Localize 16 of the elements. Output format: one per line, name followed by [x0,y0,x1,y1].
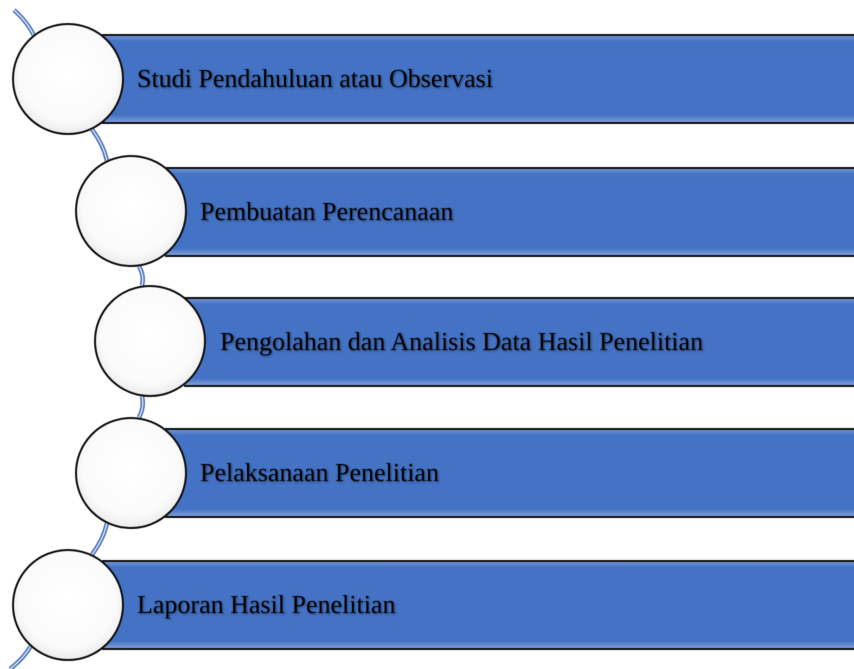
step-label: Pembuatan Perencanaan [200,197,454,227]
step-bar [165,167,854,257]
connector-line [90,523,110,556]
step-label: Pengolahan dan Analisis Data Hasil Penelitian [220,327,704,357]
step-bar [102,34,854,124]
step-bar [102,560,854,650]
connector-line [12,8,36,36]
step-bar [184,297,854,387]
step-label: Pelaksanaan Penelitian [200,458,439,488]
connector-line [137,265,145,286]
step-label: Studi Pendahuluan atau Observasi [137,64,493,94]
connector-line [8,645,32,669]
connector-line [136,396,146,419]
step-bar [165,428,854,518]
step-label: Laporan Hasil Penelitian [137,590,396,620]
connector-line [90,128,110,161]
